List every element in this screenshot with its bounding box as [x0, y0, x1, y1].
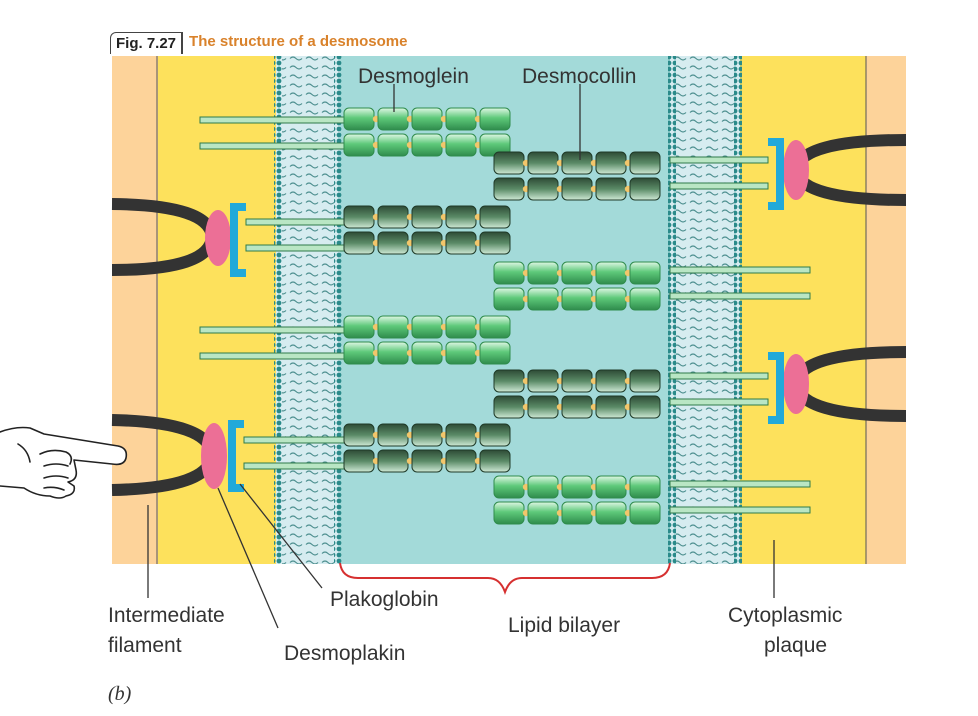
cadherin-tail	[669, 266, 811, 274]
plakoglobin-left-bottom	[228, 420, 244, 492]
lipid-bilayer-label: Lipid bilayer	[508, 614, 620, 637]
plakoglobin-label: Plakoglobin	[330, 588, 439, 611]
cadherin-tail	[243, 462, 346, 470]
desmoplakin-label: Desmoplakin	[284, 642, 405, 665]
cadherin-tail	[669, 156, 769, 164]
desmocollin-domain-row	[493, 261, 661, 285]
desmocollin-domain-row	[493, 475, 661, 499]
left-cell-cytoplasm	[112, 56, 158, 564]
desmoplakin-left-top	[205, 210, 231, 266]
figure-title: The structure of a desmosome	[182, 32, 413, 54]
desmoplakin-leader	[217, 487, 279, 629]
desmoplakin-left-bottom	[201, 423, 227, 489]
panel-label: (b)	[108, 683, 132, 705]
cadherin-tail	[199, 142, 346, 150]
plakoglobin-leader	[239, 483, 323, 589]
cadherin-tail	[669, 480, 811, 488]
cytoplasmic-plaque-label-line2: plaque	[764, 634, 827, 657]
cadherin-tail	[669, 372, 769, 380]
desmocollin-domain-row	[493, 369, 661, 393]
cadherin-tail	[243, 436, 346, 444]
cadherin-tail	[245, 218, 346, 226]
plakoglobin-right-top	[768, 138, 784, 210]
desmoglein-domain-row	[343, 107, 511, 131]
intermediate-filament-label-line2: filament	[108, 634, 182, 657]
intermediate-filament-label-line1: Intermediate	[108, 604, 225, 627]
pointing-hand-icon	[0, 426, 128, 499]
cadherin-tail	[199, 116, 346, 124]
desmoglein-domain-row	[343, 133, 511, 157]
desmoglein-domain-row	[343, 231, 511, 255]
cytoplasmic-plaque-label-line1: Cytoplasmic	[728, 604, 842, 627]
figure-number: Fig. 7.27	[110, 32, 183, 54]
desmoglein-domain-row	[343, 315, 511, 339]
cadherin-tail	[669, 506, 811, 514]
cadherin-tail	[199, 326, 346, 334]
cadherin-tail	[245, 244, 346, 252]
cadherin-extracellular-domains	[343, 107, 661, 525]
plakoglobin-right-bottom	[768, 352, 784, 424]
desmocollin-domain-row	[493, 177, 661, 201]
right-cytoplasmic-plaque	[740, 56, 866, 564]
desmocollin-domain-row	[493, 151, 661, 175]
desmoglein-domain-row	[343, 341, 511, 365]
cadherin-tail	[669, 292, 811, 300]
figure-header: Fig. 7.27 The structure of a desmosome	[110, 32, 413, 54]
desmoglein-domain-row	[343, 423, 511, 447]
lipid-bilayer-brace	[339, 562, 671, 595]
desmocollin-domain-row	[493, 287, 661, 311]
desmoplakin-right-top	[783, 140, 809, 200]
cadherin-tail	[199, 352, 346, 360]
cadherin-tail	[669, 182, 769, 190]
desmocollin-domain-row	[493, 501, 661, 525]
desmoplakin-right-bottom	[783, 354, 809, 414]
right-lipid-bilayer	[668, 56, 742, 564]
desmoglein-label: Desmoglein	[358, 65, 469, 88]
right-cell-cytoplasm	[866, 56, 906, 564]
left-lipid-bilayer	[274, 56, 342, 564]
cadherin-tail	[669, 398, 769, 406]
desmocollin-domain-row	[493, 395, 661, 419]
desmoglein-domain-row	[343, 205, 511, 229]
desmoglein-domain-row	[343, 449, 511, 473]
desmocollin-label: Desmocollin	[522, 65, 636, 88]
plakoglobin-left-top	[230, 203, 246, 277]
